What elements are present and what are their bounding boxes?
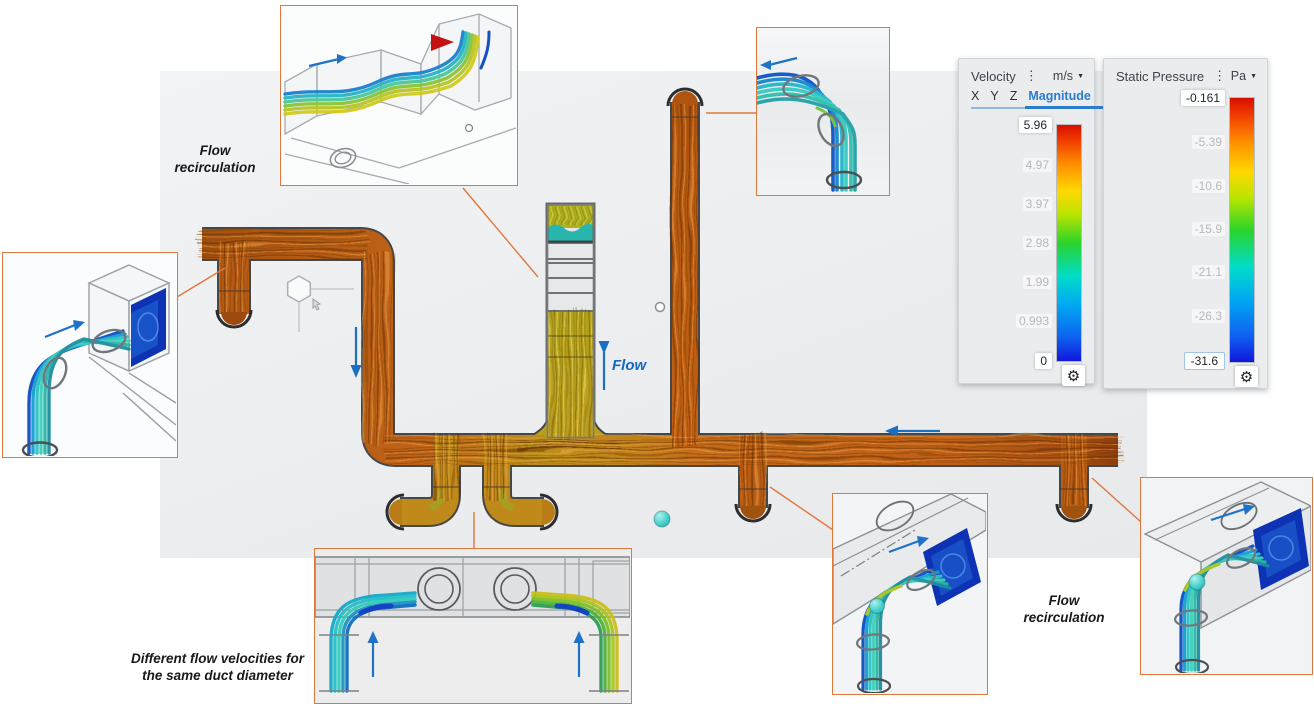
pressure-colorbar-ticks: -0.161 -5.39 -10.6 -15.9 -21.1 -26.3 -31… <box>1180 90 1225 370</box>
annotation-different-velocities: Different flow velocities for the same d… <box>130 651 305 684</box>
inset-left-elbow <box>2 252 178 458</box>
gear-icon[interactable]: ⚙ <box>1235 366 1258 387</box>
chevron-down-icon: ▼ <box>1250 72 1257 80</box>
tab-z[interactable]: Z <box>1009 89 1018 103</box>
pressure-unit-value: Pa <box>1230 69 1247 83</box>
velocity-colorbar <box>1056 124 1082 362</box>
duct-end-caps <box>215 87 1093 531</box>
duct-joints <box>219 116 1089 490</box>
pressure-legend-title: Static Pressure <box>1116 68 1205 84</box>
annotation-flow-direction: Flow <box>612 357 647 374</box>
tab-x[interactable]: X <box>971 89 980 103</box>
velocity-colorbar-ticks: 5.96 4.97 3.97 2.98 1.99 0.993 0 <box>1015 117 1052 369</box>
hexagon-pin-widget <box>286 275 354 332</box>
pressure-min-value[interactable]: -31.6 <box>1183 351 1225 370</box>
kebab-menu-icon[interactable]: ⋮ <box>1213 68 1227 83</box>
velocity-unit-value: m/s <box>1052 69 1074 83</box>
seed-sphere[interactable] <box>653 510 671 528</box>
flow-arrows <box>350 327 940 437</box>
inset-bottomright-elbow-2 <box>1140 477 1313 675</box>
velocity-legend-title: Velocity <box>971 68 1016 84</box>
pressure-colorbar <box>1229 97 1255 363</box>
inset-bottomright-elbow-1 <box>832 493 988 695</box>
legend-static-pressure: Static Pressure ⋮ Pa ▼ -0.161 -5.39 -10.… <box>1103 58 1268 389</box>
pressure-unit-dropdown[interactable]: Pa ▼ <box>1231 69 1257 83</box>
annotation-flow-recirculation-bottom: Flow recirculation <box>1023 593 1105 626</box>
inset-bottom-double-elbow <box>314 548 632 704</box>
kebab-menu-icon[interactable]: ⋮ <box>1024 68 1038 83</box>
velocity-max-value[interactable]: 5.96 <box>1018 117 1052 133</box>
streak-texture-vertical <box>219 104 1087 506</box>
chevron-down-icon: ▼ <box>1077 72 1084 80</box>
tab-y[interactable]: Y <box>990 89 999 103</box>
pressure-max-value[interactable]: -0.161 <box>1180 90 1225 106</box>
gear-icon[interactable]: ⚙ <box>1062 365 1085 386</box>
inset-top-s-duct <box>280 5 518 186</box>
inset-topright-elbow <box>756 27 890 196</box>
callout-lines <box>176 112 1142 549</box>
annotation-flow-recirculation-top: Flow recirculation <box>174 143 256 176</box>
velocity-unit-dropdown[interactable]: m/s ▼ <box>1053 69 1084 83</box>
velocity-component-tabs: X Y Z Magnitude <box>971 89 1123 109</box>
seed-point-marker[interactable] <box>654 301 666 313</box>
tab-magnitude[interactable]: Magnitude <box>1025 89 1123 109</box>
legend-velocity: Velocity ⋮ m/s ▼ X Y Z Magnitude 5.96 4.… <box>958 58 1123 386</box>
velocity-min-value[interactable]: 0 <box>1035 353 1052 369</box>
center-duct <box>546 203 595 439</box>
